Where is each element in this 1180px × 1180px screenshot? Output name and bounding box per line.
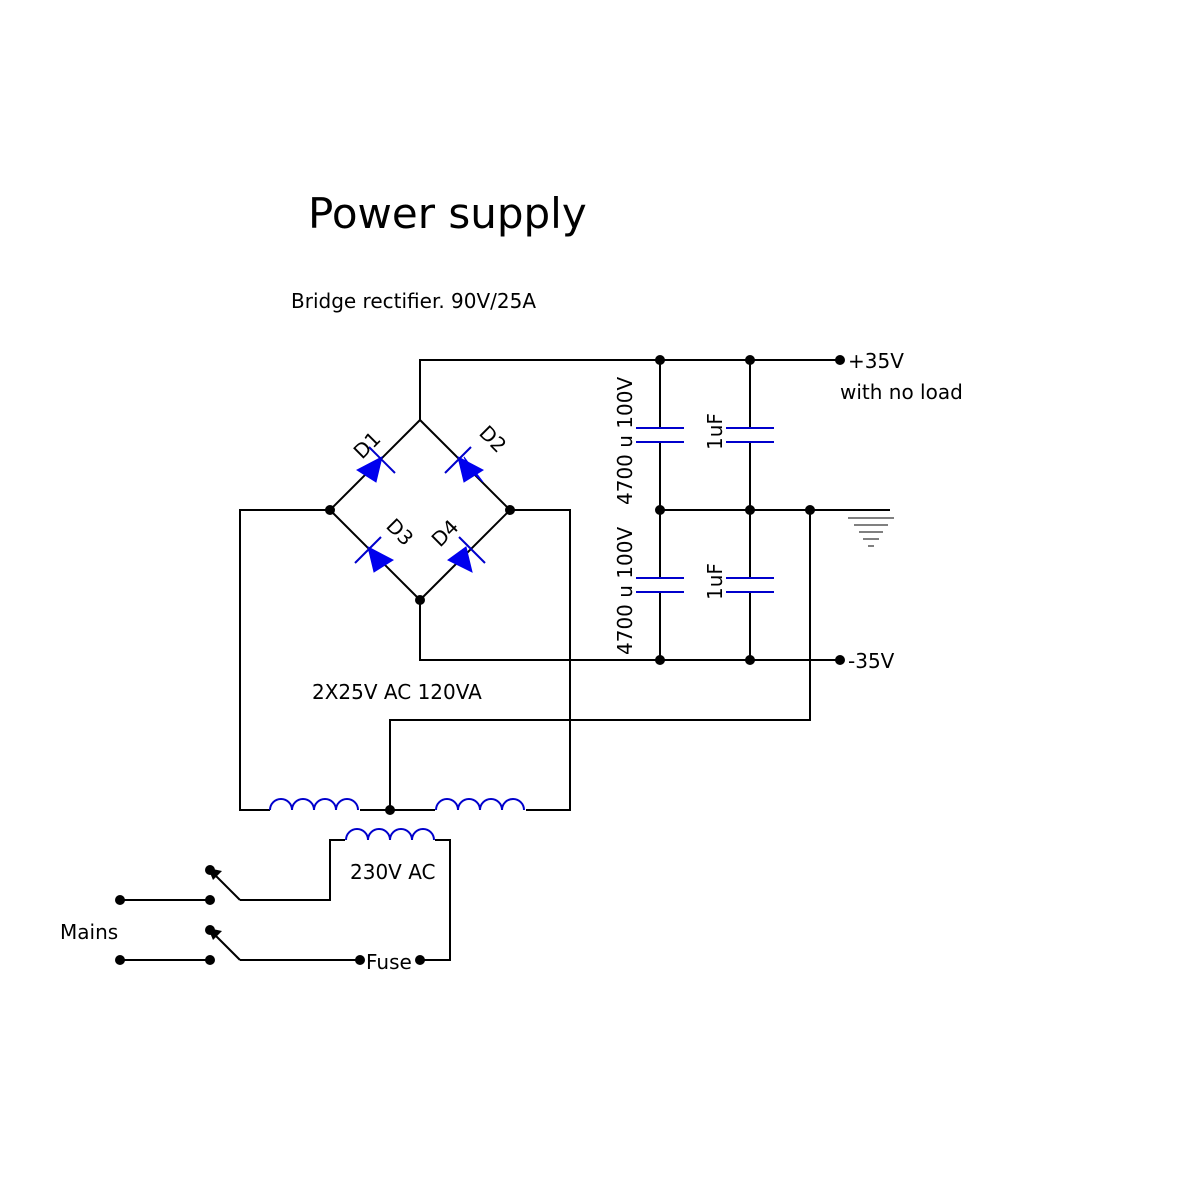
capacitor-small-bottom-label: 1uF: [703, 563, 727, 600]
transformer-primary-label: 230V AC: [350, 860, 436, 884]
capacitor-small-bottom: [726, 577, 774, 593]
fuse-label: Fuse: [366, 950, 412, 974]
diode-d3-label: D3: [381, 514, 418, 551]
output-negative-label: -35V: [848, 649, 895, 673]
capacitor-main-bottom-label: 4700 u 100V: [613, 527, 637, 655]
mains-label: Mains: [60, 920, 118, 944]
diode-d2: [444, 446, 485, 483]
diode-d1: [355, 446, 396, 483]
diode-d4-label: D4: [427, 515, 464, 552]
output-positive-label: +35V: [848, 349, 904, 373]
capacitor-small-top: [726, 427, 774, 443]
transformer-secondary-left-coil: [269, 798, 359, 811]
schematic-subtitle: Bridge rectifier. 90V/25A: [291, 289, 536, 313]
wires: [120, 359, 890, 961]
diode-d2-label: D2: [474, 421, 511, 458]
capacitor-main-bottom: [636, 577, 684, 593]
output-positive-note: with no load: [840, 380, 963, 404]
transformer-primary-coil: [345, 828, 435, 841]
transformer-secondary-label: 2X25V AC 120VA: [312, 680, 482, 704]
ground-icon: [848, 517, 894, 547]
schematic-title: Power supply: [308, 189, 587, 238]
diode-d3: [354, 536, 395, 573]
capacitor-main-top-label: 4700 u 100V: [613, 377, 637, 505]
junction-dots: [115, 355, 845, 965]
capacitor-main-top: [636, 427, 684, 443]
capacitor-small-top-label: 1uF: [703, 413, 727, 450]
diode-d4: [447, 536, 486, 573]
transformer-secondary-right-coil: [435, 798, 525, 811]
